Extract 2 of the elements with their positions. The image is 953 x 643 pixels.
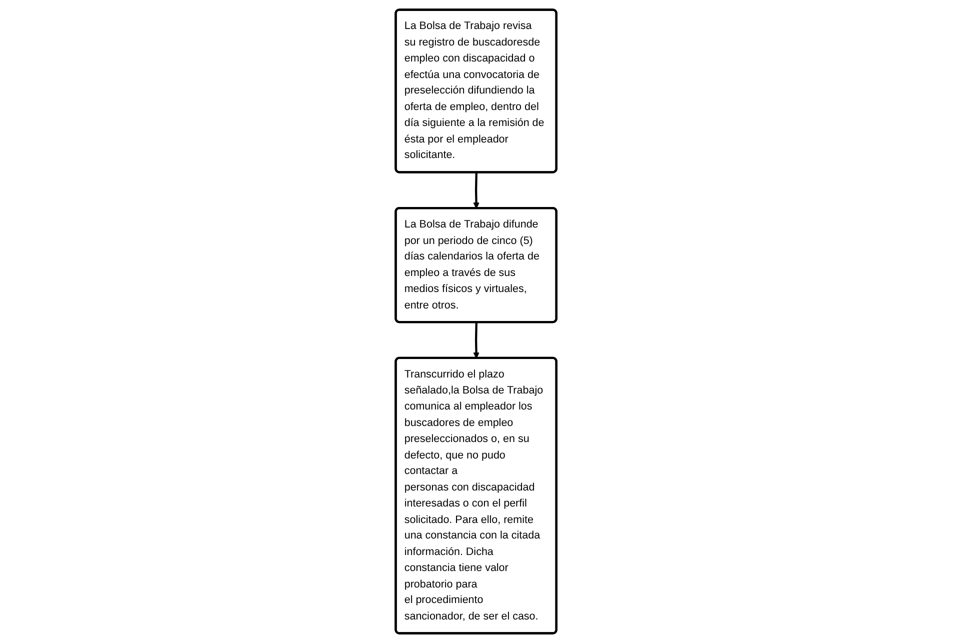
arrow — [474, 322, 480, 359]
arrow — [474, 172, 480, 209]
